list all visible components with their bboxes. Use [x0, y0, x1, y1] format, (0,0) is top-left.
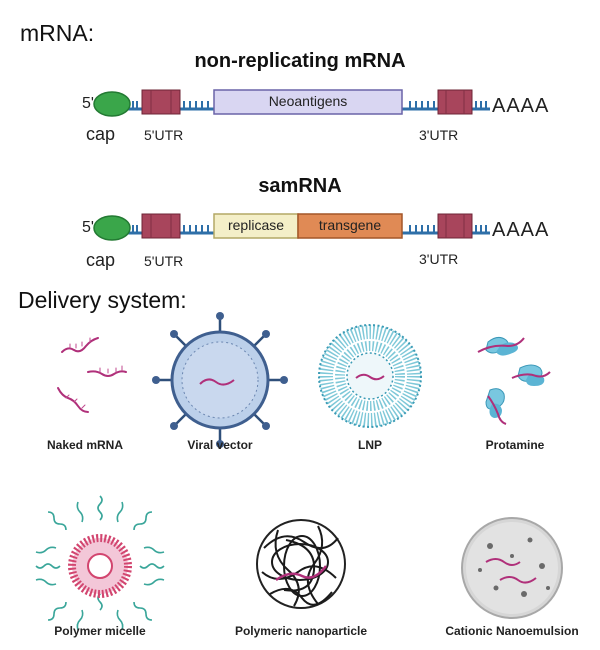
sam-replicase-label: replicase: [227, 217, 285, 233]
delivery-label-lnp: LNP: [358, 438, 382, 452]
sam-five-prime: 5': [82, 219, 94, 236]
naked-mrna-icon: [57, 337, 127, 413]
sam-ticks: [132, 225, 487, 233]
cationic-nanoemulsion-icon: [461, 517, 563, 619]
delivery-label-protamine: Protamine: [485, 438, 545, 452]
sam-cap-shape: [93, 215, 131, 241]
nonrep-cap-shape: [93, 91, 131, 117]
delivery-label-cationic-nanoemulsion: Cationic Nanoemulsion: [445, 624, 579, 638]
nonrep-construct: [93, 89, 490, 117]
nonrep-neoantigen-label: Neoantigens: [268, 93, 348, 109]
nonrep-utr3-label: 3'UTR: [419, 127, 459, 143]
protamine-icon: [477, 336, 551, 425]
sam-construct: [93, 213, 490, 241]
sam-utr3-label: 3'UTR: [419, 251, 459, 267]
sam-utr5-label: 5'UTR: [144, 253, 184, 269]
nonrep-five-prime: 5': [82, 95, 94, 112]
delivery-label-polymeric-nanoparticle: Polymeric nanoparticle: [234, 624, 368, 638]
delivery-label-polymer-micelle: Polymer micelle: [54, 624, 146, 638]
nonrep-cap-label: cap: [86, 124, 116, 144]
nonrep-ticks: [132, 101, 487, 109]
delivery-heading: Delivery system:: [18, 287, 187, 313]
delivery-label-naked-mrna: Naked mRNA: [46, 438, 124, 452]
nonrep-utr5-label: 5'UTR: [144, 127, 184, 143]
sam-transgene-box: [297, 213, 403, 239]
lnp-icon: [318, 324, 422, 428]
sam-utr5-box: [141, 213, 181, 239]
polymeric-nanoparticle-icon: [256, 519, 346, 609]
mrna-heading: mRNA:: [20, 20, 95, 46]
sam-transgene-label: transgene: [318, 217, 382, 233]
nonrep-utr5-box: [141, 89, 181, 115]
nonrep-neoantigen-box: [213, 89, 403, 115]
nonrep-title: non-replicating mRNA: [194, 50, 406, 72]
sam-title: samRNA: [258, 175, 342, 197]
delivery-label-viral-vector: Viral vector: [187, 438, 253, 452]
sam-utr3-box: [437, 213, 473, 239]
sam-polya: AAAA: [492, 219, 550, 241]
sam-cap-label: cap: [86, 250, 116, 270]
viral-vector-icon: [152, 312, 288, 448]
nonrep-utr3-box: [437, 89, 473, 115]
nonrep-polya: AAAA: [492, 95, 550, 117]
polymer-micelle-icon: [35, 495, 165, 631]
